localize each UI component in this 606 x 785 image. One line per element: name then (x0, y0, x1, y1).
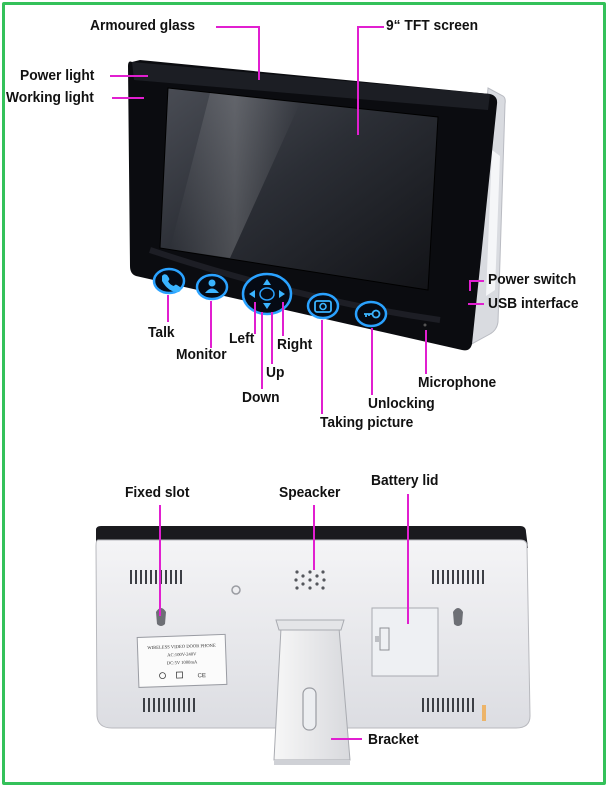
microphone-hole (423, 323, 427, 327)
right-arrow-icon (279, 290, 285, 298)
speaker-grille (294, 570, 326, 590)
label-unlocking: Unlocking (368, 395, 435, 412)
label-usb-interface: USB interface (488, 295, 579, 312)
svg-text:AC:100V-240V: AC:100V-240V (167, 651, 197, 657)
label-fixed-slot: Fixed slot (125, 484, 190, 501)
label-battery-lid: Battery lid (371, 472, 439, 489)
vent-grilles (130, 570, 484, 712)
unlocking-button (354, 300, 388, 328)
front-device (128, 60, 506, 351)
label-tft-screen: 9“ TFT screen (386, 17, 479, 34)
up-arrow-icon (263, 279, 271, 285)
screw-hole (231, 585, 241, 595)
vent-top-left (130, 570, 182, 584)
left-arrow-icon (249, 290, 255, 298)
label-speacker: Speacker (279, 484, 341, 501)
label-left: Left (229, 330, 255, 347)
rating-label: WIRELESS VIDEO DOOR PHONE AC:100V-240V D… (136, 633, 228, 688)
vent-top-right (432, 570, 484, 584)
phone-icon (162, 274, 181, 293)
svg-text:WIRELESS VIDEO DOOR PHONE: WIRELESS VIDEO DOOR PHONE (147, 643, 216, 650)
monitor-button (195, 273, 229, 301)
bracket (273, 619, 351, 765)
label-up: Up (266, 364, 285, 381)
label-microphone: Microphone (418, 374, 497, 391)
label-talk: Talk (148, 324, 175, 341)
label-power-light: Power light (20, 67, 95, 84)
battery-lid (371, 607, 439, 677)
label-monitor: Monitor (176, 346, 227, 363)
vent-bottom-left (143, 698, 195, 712)
down-arrow-icon (263, 303, 271, 309)
leader-tft-screen (357, 26, 384, 135)
back-device: WIRELESS VIDEO DOOR PHONE AC:100V-240V D… (95, 526, 531, 765)
label-armoured-glass: Armoured glass (90, 17, 196, 34)
camera-icon (314, 300, 332, 313)
label-power-switch: Power switch (488, 271, 577, 288)
leader-armoured-glass (216, 26, 260, 80)
taking-picture-button (306, 292, 340, 320)
key-icon (371, 309, 381, 319)
label-down: Down (242, 389, 280, 406)
person-icon (208, 279, 216, 287)
label-right: Right (277, 336, 313, 353)
fixed-slot-left (156, 608, 166, 626)
leader-lines (110, 26, 484, 740)
label-bracket: Bracket (368, 731, 419, 748)
label-taking-picture: Taking picture (320, 414, 414, 431)
vent-bottom-right (422, 698, 474, 712)
talk-button (152, 267, 186, 295)
svg-text:CE: CE (197, 673, 206, 679)
label-working-light: Working light (6, 89, 94, 106)
svg-text:DC:5V 1000mA: DC:5V 1000mA (167, 659, 198, 665)
leader-power-switch (469, 280, 484, 291)
fixed-slot-right (453, 608, 463, 626)
